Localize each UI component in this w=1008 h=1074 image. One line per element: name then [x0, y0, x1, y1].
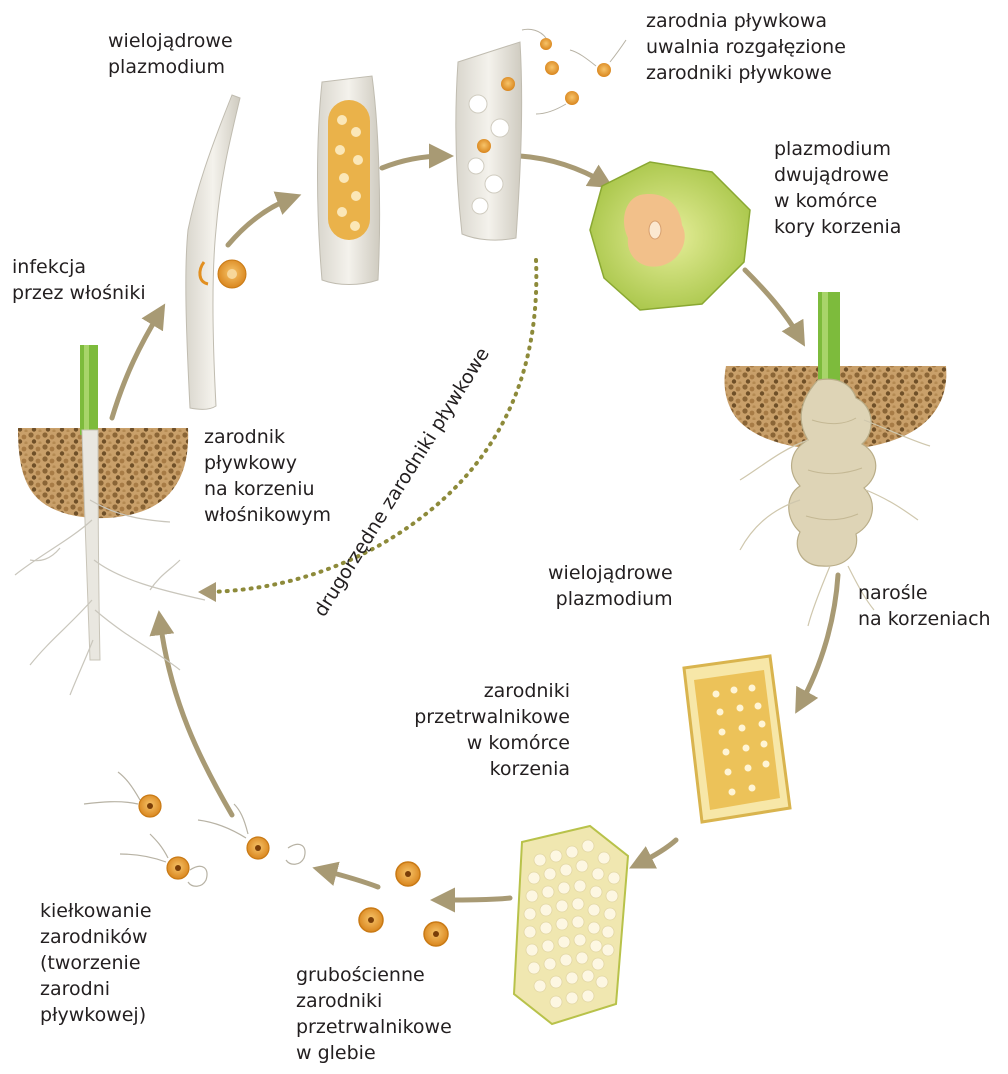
label-zoosporangium-release: zarodnia pływkowa uwalnia rozgałęzione z…	[646, 8, 846, 86]
label-root-galls: narośle na korzeniach	[858, 580, 991, 632]
arrow-spores-to-germination	[322, 870, 378, 887]
germinating-spores	[84, 772, 305, 886]
plasmodium-root-hair	[318, 76, 380, 285]
arrow-sporangium-to-cortex	[520, 156, 605, 183]
label-binucleate-plasmodium: plazmodium dwujądrowe w komórce kory kor…	[774, 136, 901, 240]
label-multinucleate-plasmodium-mid: wielojądrowe plazmodium	[548, 560, 673, 612]
secondary-zoospores-label: drugorzędne zarodniki pływkowe	[310, 344, 494, 621]
label-thick-walled-resting-spores: grubościenne zarodniki przetrwalnikowe w…	[296, 962, 452, 1066]
label-root-hair-infection: infekcja przez włośniki	[12, 254, 146, 306]
arrow-cell-to-resting-cell	[638, 840, 676, 864]
root-cell-plasmodium	[684, 656, 790, 822]
resting-spore-cell	[514, 826, 628, 1024]
arrow-seedling-to-root-hair	[112, 312, 160, 418]
arrow-plasmodium-to-sporangium	[382, 156, 444, 168]
label-multinucleate-plasmodium-top: wielojądrowe plazmodium	[108, 28, 233, 80]
arrow-germination-to-seedling	[160, 620, 232, 815]
arrow-root-hair-to-plasmodium	[228, 198, 292, 245]
root-hair-infection	[186, 95, 246, 409]
resting-spores-soil	[359, 862, 448, 946]
label-resting-spores-in-cell: zarodniki przetrwalnikowe w komórce korz…	[380, 678, 570, 782]
arrow-cortex-to-galls	[745, 270, 800, 338]
seedling-soil-clump	[15, 345, 205, 695]
label-zoospore-on-root-hair: zarodnik pływkowy na korzeniu włośnikowy…	[204, 424, 331, 528]
cortex-cell-binucleate	[590, 162, 750, 310]
label-spore-germination: kiełkowanie zarodników (tworzenie zarodn…	[40, 898, 152, 1028]
root-with-galls	[725, 292, 947, 626]
arrow-resting-cell-to-spores	[440, 898, 510, 900]
